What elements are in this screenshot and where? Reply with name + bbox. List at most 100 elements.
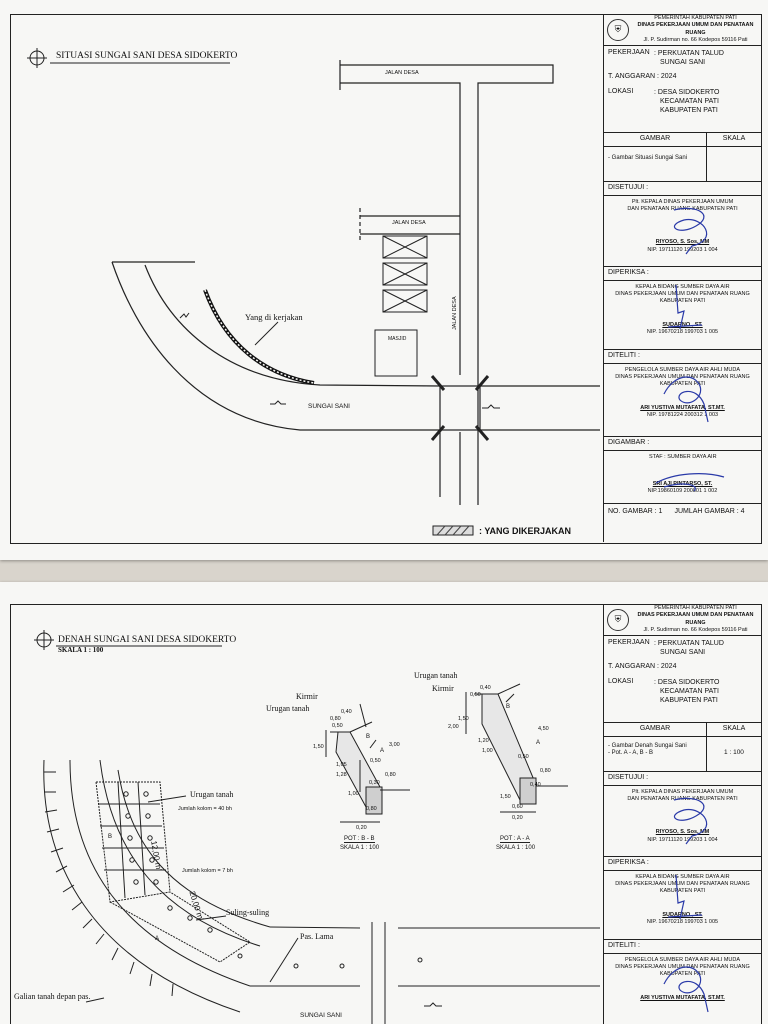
position-line: Plt. KEPALA DINAS PEKERJAAN UMUM <box>631 788 734 795</box>
position-line: KABUPATEN PATI <box>659 888 706 895</box>
section-scale-b: SKALA 1 : 100 <box>340 845 380 851</box>
label-pas-lama: Pas. Lama <box>300 932 334 941</box>
dim-label: 1,00 <box>482 748 493 754</box>
signatory-name: ARI YUSTIVA MUTAFATA, ST.MT. <box>640 404 725 411</box>
section-mark-b: B <box>366 734 371 740</box>
dim-label: 1,00 <box>348 791 359 797</box>
approval-diperiksa: DIPERIKSA : KEPALA BIDANG SUMBER DAYA AI… <box>604 267 761 350</box>
title-block-header: ⛨ PEMERINTAH KABUPATEN PATI DINAS PEKERJ… <box>604 14 761 46</box>
approval-diteliti: DITELITI : PENGELOLA SUMBER DAYA AIR AHL… <box>604 940 761 1020</box>
signatory-nip: NIP. 19670218 199703 1 005 <box>646 329 719 336</box>
gov-line: PEMERINTAH KABUPATEN PATI <box>654 15 737 22</box>
label-jumlah-kolom: Jumlah kolom = 40 bh <box>178 806 232 812</box>
field-value: KECAMATAN PATI <box>660 98 719 106</box>
position-line: KEPALA BIDANG SUMBER DAYA AIR <box>635 873 730 880</box>
field-key: PEKERJAAN <box>608 49 650 56</box>
road-jalan-desa <box>339 60 554 505</box>
approval-digambar: DIGAMBAR : STAF : SUMBER DAYA AIR SRI AJ… <box>604 437 761 504</box>
gov-line: DINAS PEKERJAAN UMUM DAN PENATAAN RUANG <box>637 22 754 36</box>
legend-label: : YANG DIKERJAKAN <box>479 526 572 536</box>
skala-header: SKALA <box>722 725 746 732</box>
drawing-sheet-denah: DENAH SUNGAI SANI DESA SIDOKERTO SKALA 1… <box>0 582 768 1024</box>
section-mark-b: B <box>506 704 511 710</box>
section-b-b <box>325 703 410 823</box>
no-gambar: NO. GAMBAR : 1 <box>608 507 663 515</box>
gov-line: PEMERINTAH KABUPATEN PATI <box>654 605 737 612</box>
north-target-icon <box>34 630 54 650</box>
skala-value: 1 : 100 <box>724 748 744 756</box>
label-sungai: SUNGAI SANI <box>308 403 350 410</box>
position-line: KABUPATEN PATI <box>659 298 706 305</box>
section-mark-a: A <box>155 936 160 942</box>
dim-label: 1,50 <box>500 794 511 800</box>
river-plan <box>43 759 600 1024</box>
field-value: KECAMATAN PATI <box>660 688 719 696</box>
dim-label: 0,40 <box>341 709 352 715</box>
houses <box>374 235 428 377</box>
label-kirmir: Kirmir <box>296 692 318 701</box>
label-urugan-tanah: Urugan tanah <box>266 704 310 713</box>
signatory-name: ARI YUSTIVA MUTAFATA, ST.MT. <box>640 994 725 1001</box>
dim-label: 4,50 <box>538 726 549 732</box>
section-title: DISETUJUI : <box>604 182 761 196</box>
sheet-number: NO. GAMBAR : 1 JUMLAH GAMBAR : 4 <box>604 504 761 521</box>
label-jalan-desa: JALAN DESA <box>392 220 426 226</box>
signatory-nip: NIP. 19781224 200312 1 003 <box>646 412 719 419</box>
field-value: SUNGAI SANI <box>660 59 706 67</box>
title-block: ⛨ PEMERINTAH KABUPATEN PATI DINAS PEKERJ… <box>603 604 761 1024</box>
label-jumlah-kolom: Jumlah kolom = 7 bh <box>182 868 233 874</box>
section-scale-a: SKALA 1 : 100 <box>496 845 536 851</box>
field-value: KABUPATEN PATI <box>660 697 718 705</box>
section-title: DIGAMBAR : <box>604 437 761 451</box>
section-title: DIPERIKSA : <box>604 857 761 871</box>
gambar-header: GAMBAR <box>604 723 707 736</box>
section-mark-b: B <box>108 834 113 840</box>
dim-label: 1,20 <box>478 738 489 744</box>
dim-label: 0,80 <box>385 772 396 778</box>
dim-label: 1,50 <box>458 716 469 722</box>
position-line: PENGELOLA SUMBER DAYA AIR AHLI MUDA <box>624 956 741 963</box>
section-title: DISETUJUI : <box>604 772 761 786</box>
dim-label: 0,30 <box>369 780 380 786</box>
dim-label: 0,80 <box>540 768 551 774</box>
field-key: LOKASI <box>608 677 634 685</box>
position-line: DINAS PEKERJAAN UMUM DAN PENATAAN RUANG <box>615 963 750 970</box>
north-target-icon <box>27 48 47 68</box>
pointer-line <box>254 321 279 346</box>
gov-line: Jl. P. Sudirman no. 66 Kodepos 59116 Pat… <box>643 36 748 43</box>
dim-label: 0,50 <box>470 692 481 698</box>
field-value: : PERKUATAN TALUD <box>654 640 724 647</box>
signatory-name: SRI AJI PINTARSO, ST. <box>652 480 713 487</box>
position-line: DINAS PEKERJAAN UMUM DAN PENATAAN RUANG <box>615 373 750 380</box>
label-galian-tanah: Galian tanah depan pas. <box>14 992 91 1001</box>
dim-label: 0,50 <box>332 723 343 729</box>
position-line: Plt. KEPALA DINAS PEKERJAAN UMUM <box>631 198 734 205</box>
legend-swatch <box>432 525 474 536</box>
jumlah-gambar: JUMLAH GAMBAR : 4 <box>674 507 745 515</box>
field-value: : PERKUATAN TALUD <box>654 50 724 57</box>
label-kirmir: Kirmir <box>432 684 454 693</box>
label-masjid: MASJID <box>388 336 407 342</box>
skala-value <box>707 147 761 181</box>
sheet-title: DENAH SUNGAI SANI DESA SIDOKERTO <box>58 635 237 645</box>
drawing-sheet-situasi: SITUASI SUNGAI SANI DESA SIDOKERTO JALAN… <box>0 0 768 560</box>
section-title-b: POT : B - B <box>344 836 375 843</box>
column-markers <box>123 791 423 969</box>
label-jalan-desa: JALAN DESA <box>452 296 458 330</box>
dim-label: 0,40 <box>530 782 541 788</box>
signatory-name: RIYOSO, S. Sos, MM <box>655 239 710 246</box>
title-block-header: ⛨ PEMERINTAH KABUPATEN PATI DINAS PEKERJ… <box>604 604 761 636</box>
dim-label: 0,20 <box>356 825 367 831</box>
section-title: DIPERIKSA : <box>604 267 761 281</box>
skala-header: SKALA <box>722 135 746 142</box>
field-key: PEKERJAAN <box>608 639 650 646</box>
dim-label: 0,40 <box>480 685 491 691</box>
position-line: PENGELOLA SUMBER DAYA AIR AHLI MUDA <box>624 366 741 373</box>
signatory-name: RIYOSO, S. Sos, MM <box>655 829 710 836</box>
gambar-item: - Pot. A - A, B - B <box>608 750 654 757</box>
gambar-item: - Gambar Situasi Sungai Sani <box>604 146 707 181</box>
dim-label: 0,50 <box>518 754 529 760</box>
